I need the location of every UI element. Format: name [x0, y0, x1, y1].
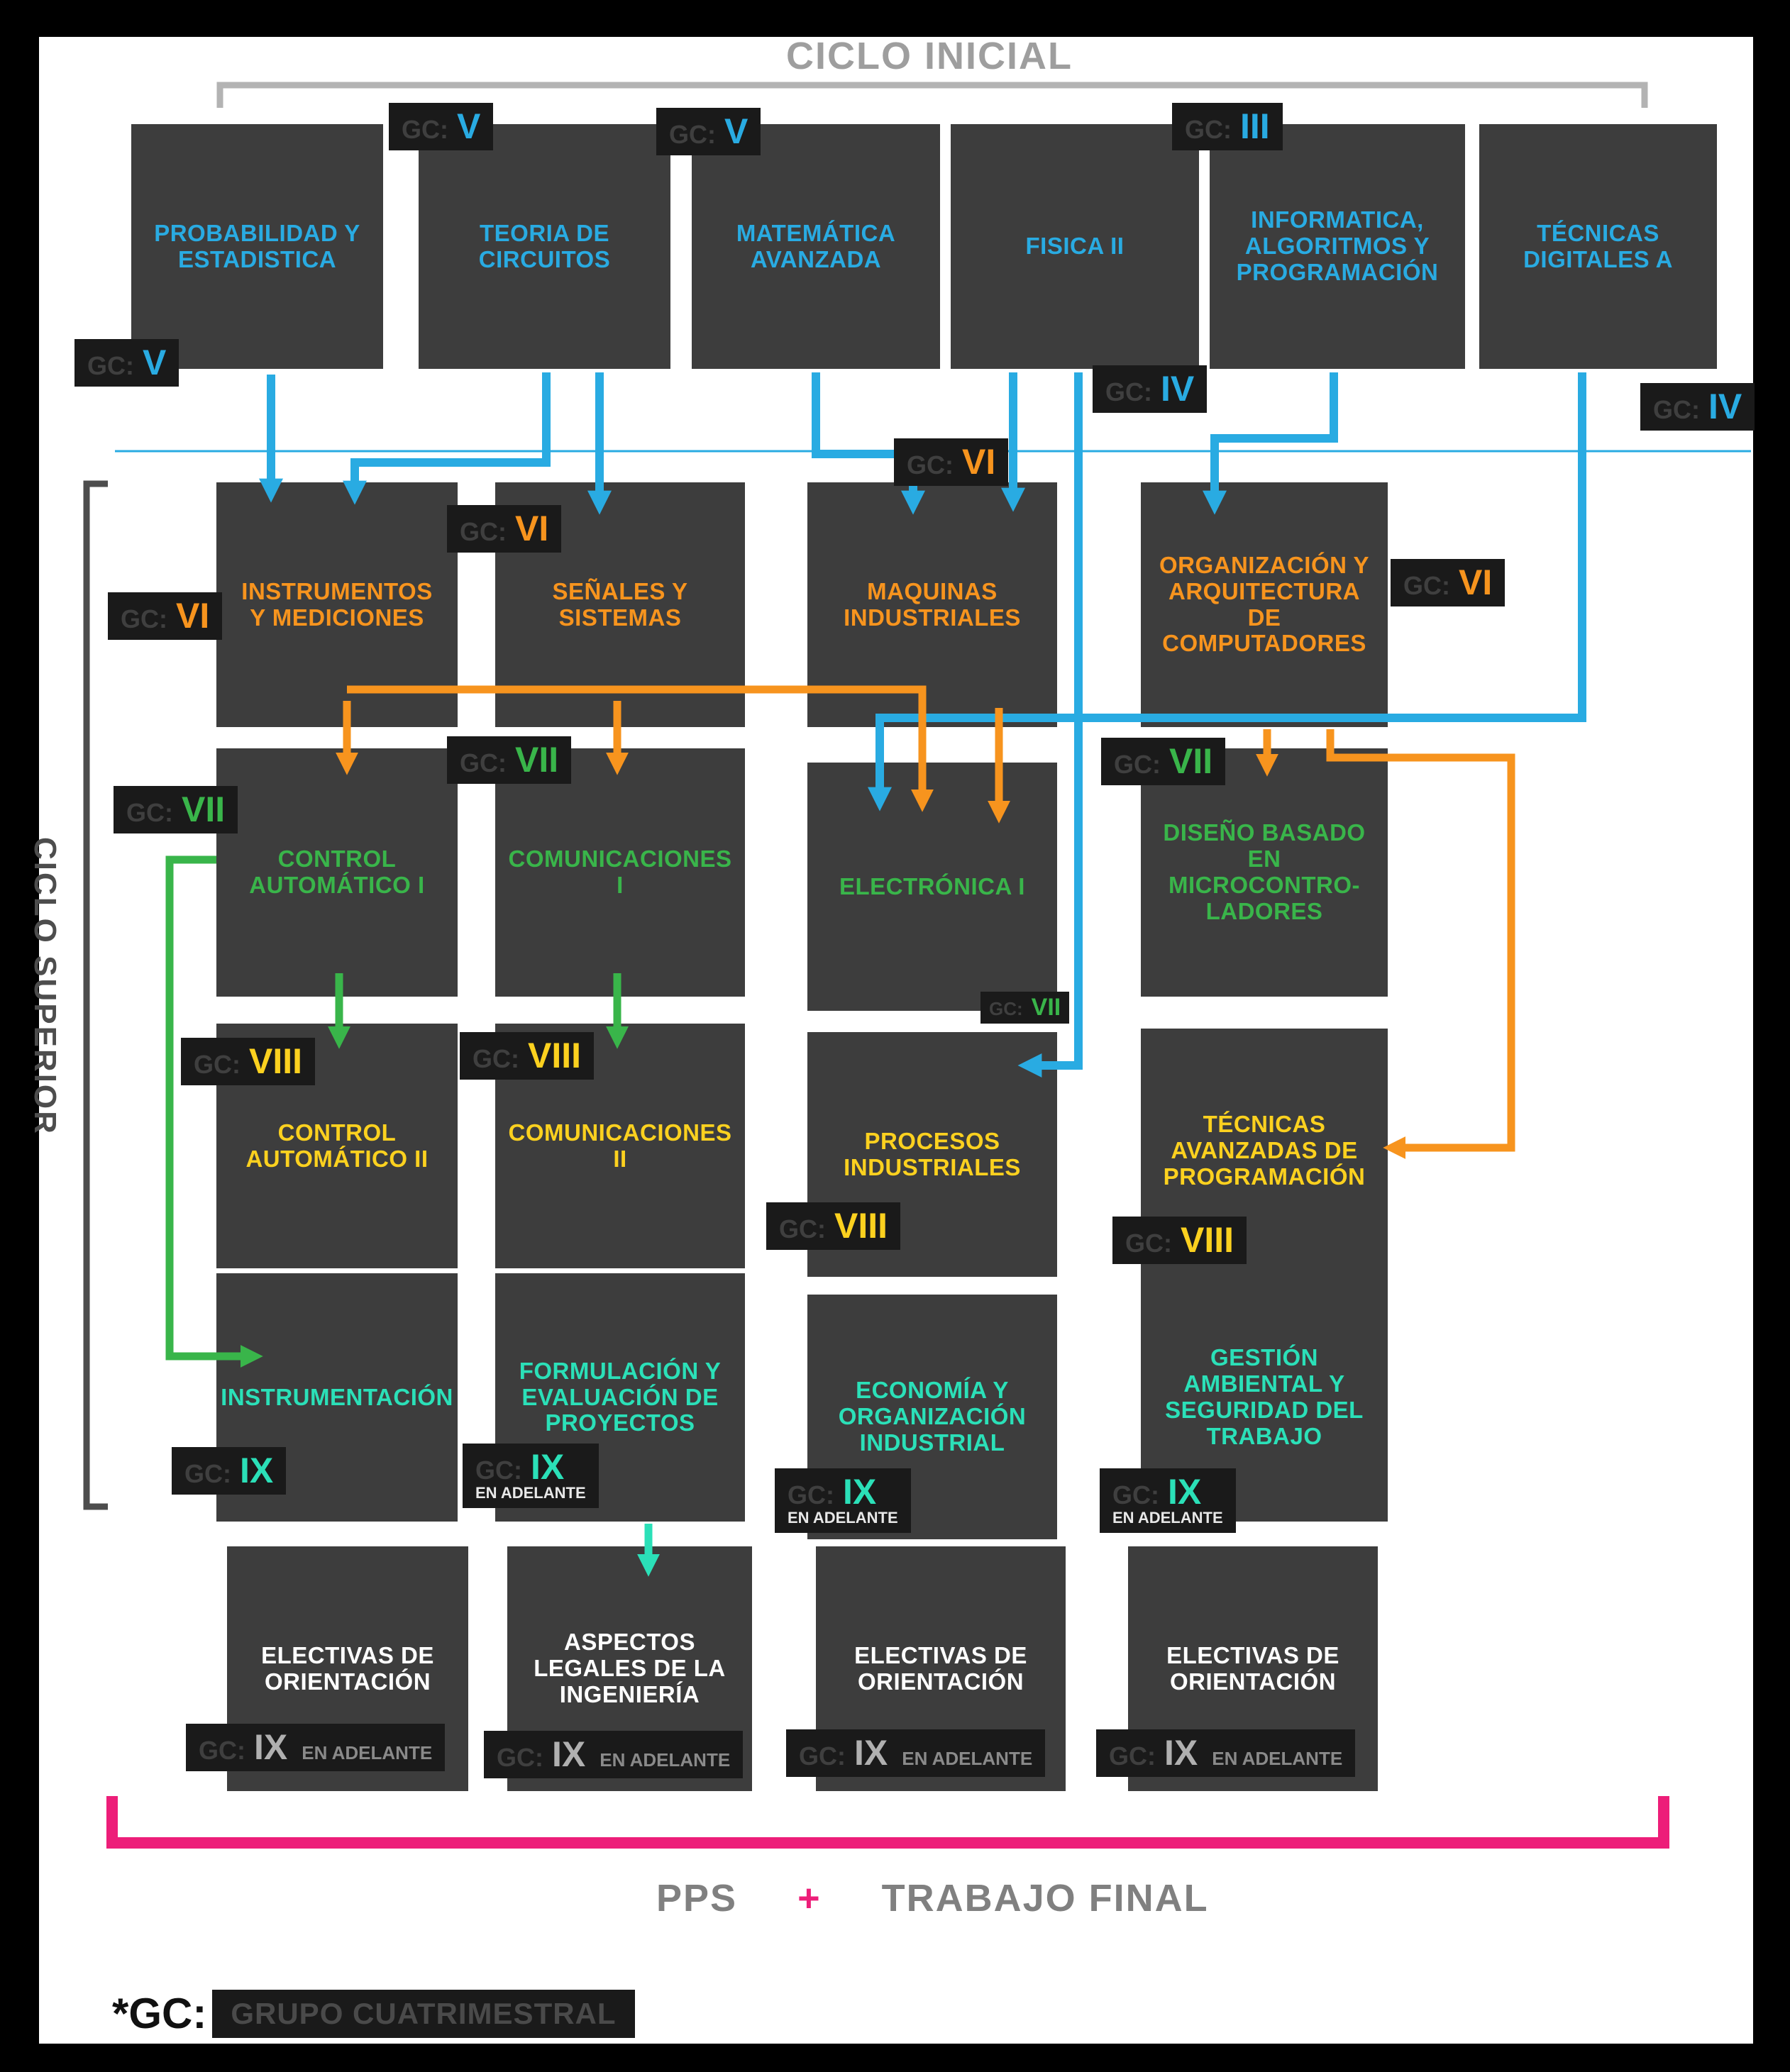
course-title: TEORIA DE CIRCUITOS [478, 219, 611, 272]
gc-footnote-prefix: *GC: [112, 1990, 207, 2037]
course-title: COMUNICACIONES II [508, 1119, 732, 1172]
course-title: INSTRUMENTOS Y MEDICIONES [241, 577, 433, 631]
plus-sign: + [797, 1877, 822, 1919]
course-title: PROBABILIDAD Y ESTADISTICA [154, 219, 360, 272]
course-title: ASPECTOS LEGALES DE LA INGENIERÍA [534, 1629, 726, 1707]
course-instrumentos-y-mediciones: INSTRUMENTOS Y MEDICIONES [216, 482, 458, 727]
course-title: CONTROL AUTOMÁTICO II [245, 1119, 429, 1172]
ciclo-superior-heading: CICLO SUPERIOR [28, 837, 62, 1136]
gc-line: GC:IX [1112, 1472, 1202, 1512]
gc-label-matematica: GC:V [656, 108, 761, 155]
gc-line: GC:IX [788, 1472, 877, 1512]
course-probabilidad-y-estadistica: PROBABILIDAD Y ESTADISTICA [131, 124, 383, 369]
course-title: PROCESOS INDUSTRIALES [844, 1127, 1021, 1180]
gc-label-control1: GC:VII [114, 786, 238, 833]
course-control-automatico-i: CONTROL AUTOMÁTICO I [216, 748, 458, 997]
course-title: INFORMATICA, ALGORITMOS Y PROGRAMACIÓN [1236, 206, 1439, 285]
course-matematica-avanzada: MATEMÁTICA AVANZADA [692, 124, 940, 369]
gc-label-teoria: GC:V [389, 103, 494, 150]
course-informatica-algoritmos-programacion: INFORMATICA, ALGORITMOS Y PROGRAMACIÓN [1210, 124, 1465, 369]
gc-label-tecdig: GC:IV [1640, 383, 1755, 431]
gc-label-diseno: GC:VII [1101, 738, 1226, 785]
gc-label-comunicaciones2: GC:VIII [460, 1032, 595, 1080]
gc-label-senales: GC:VI [447, 505, 562, 553]
course-title: FORMULACIÓN Y EVALUACIÓN DE PROYECTOS [519, 1357, 722, 1436]
ciclo-inicial-heading: CICLO INICIAL [786, 35, 1073, 77]
course-title: ECONOMÍA Y ORGANIZACIÓN INDUSTRIAL [838, 1377, 1027, 1456]
course-title: ELECTIVAS DE ORIENTACIÓN [854, 1641, 1027, 1695]
trabajo-final-label: TRABAJO FINAL [881, 1877, 1209, 1919]
course-title: MAQUINAS INDUSTRIALES [844, 577, 1021, 631]
course-title: TÉCNICAS DIGITALES A [1523, 219, 1673, 272]
gc-label-instrumentos: GC:VI [108, 592, 223, 640]
gc-footnote-text: GRUPO CUATRIMESTRAL [212, 1989, 635, 2038]
gc-label-procesos: GC:VIII [766, 1202, 901, 1250]
course-fisica-ii: FISICA II [951, 124, 1199, 369]
gc-label-control2: GC:VIII [181, 1038, 316, 1085]
course-title: TÉCNICAS AVANZADAS DE PROGRAMACIÓN [1163, 1111, 1366, 1190]
course-organizacion-y-arquitectura: ORGANIZACIÓN Y ARQUITECTURA DE COMPUTADO… [1141, 482, 1388, 727]
course-title: ORGANIZACIÓN Y ARQUITECTURA DE COMPUTADO… [1159, 551, 1370, 657]
gc-label-probabilidad: GC:V [74, 339, 179, 387]
course-diseno-microcontroladores: DISEÑO BASADO EN MICROCONTRO-LADORES [1141, 748, 1388, 997]
course-title: SEÑALES Y SISTEMAS [552, 577, 688, 631]
course-title: ELECTIVAS DE ORIENTACIÓN [261, 1641, 434, 1695]
course-comunicaciones-i: COMUNICACIONES I [495, 748, 745, 997]
course-title: CONTROL AUTOMÁTICO I [249, 846, 425, 898]
course-maquinas-industriales: MAQUINAS INDUSTRIALES [807, 482, 1057, 727]
course-title: INSTRUMENTACIÓN [221, 1383, 453, 1410]
course-title: FISICA II [1025, 233, 1125, 260]
course-teoria-de-circuitos: TEORIA DE CIRCUITOS [419, 124, 670, 369]
gc-label-fisica: GC:IV [1093, 365, 1208, 413]
gc-label-organizacion: GC:VI [1391, 559, 1506, 606]
course-title: GESTIÓN AMBIENTAL Y SEGURIDAD DEL TRABAJ… [1165, 1344, 1364, 1449]
gc-label-comunicaciones1: GC:VII [447, 736, 572, 784]
gc-footnote: *GC: GRUPO CUATRIMESTRAL [112, 1989, 635, 2038]
course-title: MATEMÁTICA AVANZADA [736, 219, 896, 272]
course-electronica-i: ELECTRÓNICA I [807, 763, 1057, 1011]
gc-line: GC:IX [475, 1447, 565, 1487]
pps-trabajo-final: PPS + TRABAJO FINAL [656, 1876, 1209, 1920]
course-title: DISEÑO BASADO EN MICROCONTRO-LADORES [1163, 819, 1366, 924]
course-title: ELECTIVAS DE ORIENTACIÓN [1166, 1641, 1339, 1695]
gc-label-electronica: GC:VII [980, 992, 1070, 1024]
course-title: COMUNICACIONES I [508, 846, 732, 898]
course-tecnicas-digitales-a: TÉCNICAS DIGITALES A [1479, 124, 1717, 369]
course-title: ELECTRÓNICA I [839, 872, 1025, 899]
gc-label-informatica: GC:III [1172, 103, 1283, 150]
gc-label-instrumentacion: GC:IX [172, 1447, 287, 1495]
gc-label-maquinas: GC:VI [894, 438, 1009, 486]
course-gestion-ambiental-seguridad: GESTIÓN AMBIENTAL Y SEGURIDAD DEL TRABAJ… [1141, 1273, 1388, 1522]
pps-label: PPS [656, 1877, 738, 1919]
gc-label-tecavanzadas: GC:VIII [1112, 1217, 1247, 1264]
